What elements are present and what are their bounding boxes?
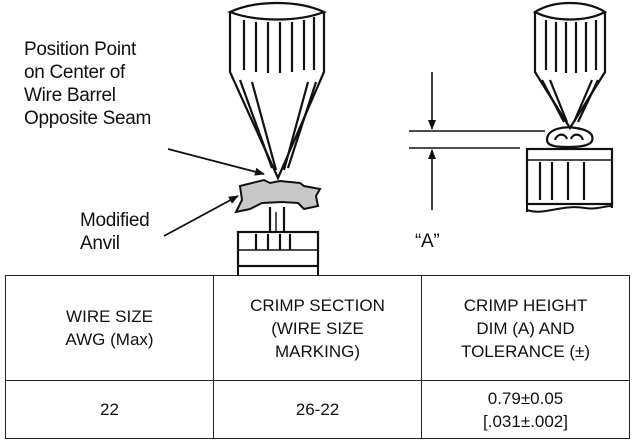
anvil-right <box>525 147 614 213</box>
header-crimp-height: CRIMP HEIGHT DIM (A) AND TOLERANCE (±) <box>421 275 630 381</box>
header-crimp-section: CRIMP SECTION (WIRE SIZE MARKING) <box>213 275 422 381</box>
cell-wire-size: 22 <box>5 380 214 439</box>
pointer-arrow-position <box>167 148 265 176</box>
micrometer-spindle-left <box>227 1 327 181</box>
label-modified-anvil: Modified Anvil <box>80 210 150 254</box>
header-wire-size: WIRE SIZE AWG (Max) <box>5 275 214 381</box>
label-position-point: Position Point on Center of Wire Barrel … <box>24 39 152 129</box>
crimped-barrel <box>545 126 594 149</box>
micrometer-spindle-right <box>532 2 608 131</box>
pointer-arrow-anvil <box>163 195 239 237</box>
crimp-spec-table: WIRE SIZE AWG (Max) CRIMP SECTION (WIRE … <box>5 275 630 439</box>
table-row: 22 26-22 0.79±0.05 [.031±.002] <box>5 380 630 439</box>
contact-block-left <box>234 178 322 214</box>
modified-anvil <box>236 230 320 275</box>
crimp-height-diagram <box>163 1 614 275</box>
cell-crimp-height: 0.79±0.05 [.031±.002] <box>421 380 630 439</box>
dimension-a <box>409 72 545 210</box>
table-header-row: WIRE SIZE AWG (Max) CRIMP SECTION (WIRE … <box>5 275 630 381</box>
stem-left <box>268 207 286 232</box>
label-dimension-a: “A” <box>415 231 440 252</box>
cell-crimp-section: 26-22 <box>213 380 422 439</box>
